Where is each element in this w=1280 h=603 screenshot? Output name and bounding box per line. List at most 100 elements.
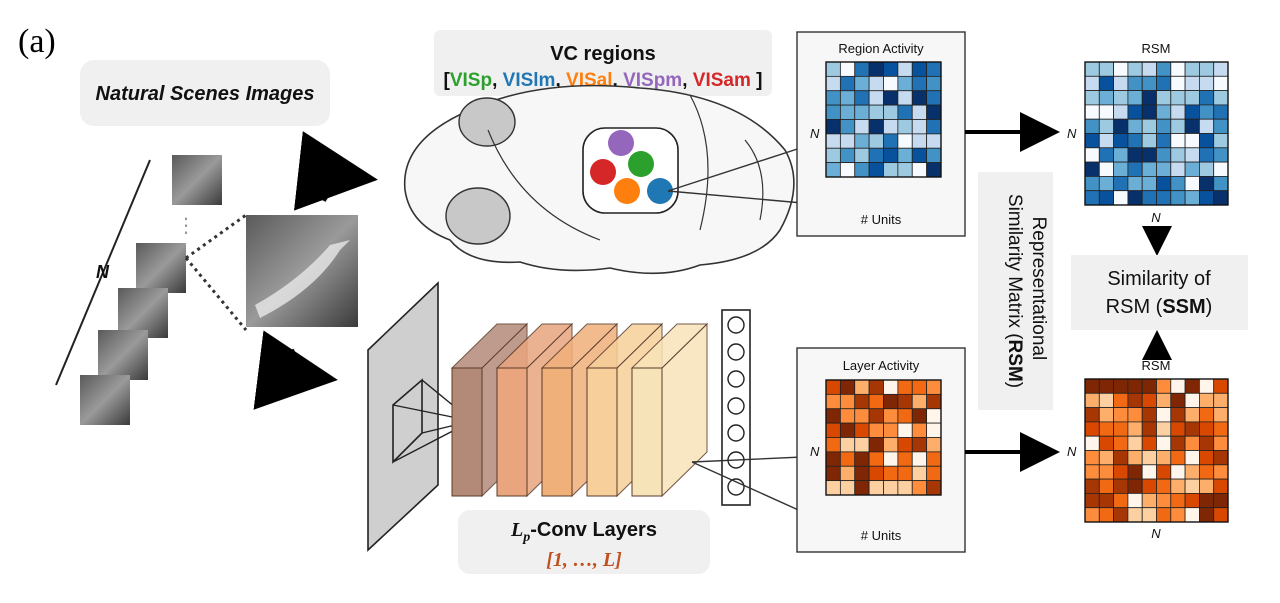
rsm-bottom-cell <box>1098 507 1115 523</box>
region-activity-cell <box>825 119 841 135</box>
region-activity-cell <box>868 61 884 77</box>
region-activity-cell <box>868 75 884 92</box>
rsm-bottom-cell <box>1141 478 1157 494</box>
layer-activity-cell <box>839 408 856 424</box>
rsm-top-cell <box>1213 190 1229 206</box>
region-activity-cell <box>854 162 870 178</box>
region-activity-cell <box>868 90 884 106</box>
rsm-top-cell <box>1084 175 1100 192</box>
rsm-bottom-cell <box>1113 507 1129 523</box>
conv-label-box <box>458 510 710 574</box>
rsm-top-cell <box>1127 161 1143 177</box>
rsm-bottom-cell <box>1127 435 1143 451</box>
layer-activity-cell <box>883 437 899 453</box>
rsm-top-cell <box>1084 75 1100 92</box>
brain-fold-2 <box>689 94 709 231</box>
rsm-top-cell <box>1156 133 1172 149</box>
images-title-box <box>80 60 330 126</box>
layer-activity-cell <box>868 437 884 453</box>
layer-activity-border <box>825 379 942 496</box>
region-activity-cell <box>868 119 884 135</box>
region-dot-vispm <box>608 130 634 156</box>
rsm-bottom-cell <box>1213 378 1229 394</box>
rsm-bottom-cell <box>1199 464 1215 480</box>
rsm-top-cell <box>1113 118 1129 134</box>
region-activity-cell <box>839 119 856 135</box>
stack-n-label: N <box>96 262 110 282</box>
rsm-bottom-cell <box>1170 392 1186 408</box>
rsm-top-cell <box>1141 133 1157 149</box>
region-activity-cell <box>839 104 856 120</box>
region-activity-cell <box>897 162 913 178</box>
layer-activity-cell <box>839 451 856 467</box>
rsm-label-bold: RSM <box>1004 340 1025 382</box>
conv-layer-front <box>631 367 663 497</box>
rsm-top-cell <box>1141 118 1157 134</box>
rsm-label-text: Representational Similarity Matrix (RSM) <box>1004 194 1049 388</box>
rsm-bottom-cell <box>1098 392 1115 408</box>
rsm-bottom-cell <box>1141 464 1157 480</box>
region-activity-cell <box>868 147 884 164</box>
rsm-top-cell <box>1213 175 1229 192</box>
rsm-bottom-cell <box>1170 378 1186 394</box>
layer-activity-cell <box>854 393 870 410</box>
rsm-label-line2-pre: Similarity Matrix ( <box>1004 194 1025 340</box>
ssm-box <box>1071 255 1248 330</box>
rsm-top-cell <box>1084 161 1100 177</box>
rsm-top-ylabel: N <box>1067 126 1077 141</box>
conv-title: Lp-Conv Layers <box>510 519 657 545</box>
layer-activity-cell <box>839 480 856 496</box>
layer-activity-cell <box>868 379 884 395</box>
stack-ellipsis: ⋮ <box>176 213 196 237</box>
region-dot-vislm <box>647 178 673 204</box>
layer-activity-cell <box>825 408 841 424</box>
layer-activity-cell <box>825 393 841 410</box>
layer-activity-cell <box>825 379 841 395</box>
layer-activity-cell <box>897 393 913 410</box>
region-activity-cell <box>854 90 870 106</box>
layer-activity-cell <box>839 437 856 453</box>
rsm-bottom-cell <box>1170 492 1186 509</box>
layer-activity-cell <box>911 437 928 453</box>
rsm-top-cell <box>1098 133 1115 149</box>
rsm-top-cell <box>1170 147 1186 163</box>
rsm-top-cell <box>1170 118 1186 134</box>
vc-regions-box <box>434 30 772 96</box>
rsm-top-cell <box>1156 90 1172 106</box>
rsm-bottom-cell <box>1170 407 1186 423</box>
rsm-bottom-cell <box>1184 421 1200 437</box>
output-node <box>727 397 745 415</box>
rsm-top-cell <box>1098 90 1115 106</box>
layer-activity-cell <box>926 451 942 467</box>
layer-activity-cell <box>854 408 870 424</box>
layer-activity-xlabel: # Units <box>861 528 902 543</box>
curved-arrow-up <box>293 131 378 211</box>
rsm-bottom-cell <box>1141 392 1157 408</box>
rsm-top-cell <box>1199 190 1215 206</box>
layer-activity-cell <box>911 379 928 395</box>
rsm-label-line2-post: ) <box>1004 382 1025 388</box>
rsm-bottom-cell <box>1141 450 1157 466</box>
conv-layer-front <box>496 367 528 497</box>
rsm-top-cell <box>1113 147 1129 163</box>
rsm-bottom-cell <box>1084 464 1100 480</box>
rsm-top-cell <box>1156 61 1172 77</box>
rsm-bottom-cell <box>1184 378 1200 394</box>
rsm-bottom-cell <box>1141 507 1157 523</box>
rsm-bottom-cell <box>1098 421 1115 437</box>
region-activity-cell <box>839 90 856 106</box>
rsm-bottom-cell <box>1213 450 1229 466</box>
rsm-bottom-cell <box>1127 421 1143 437</box>
rsm-bottom-cell <box>1199 478 1215 494</box>
rsm-top-cell <box>1098 61 1115 77</box>
layer-activity-cell <box>911 393 928 410</box>
rsm-bottom-cell <box>1098 464 1115 480</box>
conv-layer-front <box>541 367 573 497</box>
region-dot-visam <box>590 159 616 185</box>
panel-label: (a) <box>18 23 56 60</box>
rsm-top-cell <box>1127 190 1143 206</box>
olfactory-bulb <box>458 97 516 147</box>
region-activity-cell <box>883 162 899 178</box>
rsm-top-cell <box>1170 90 1186 106</box>
